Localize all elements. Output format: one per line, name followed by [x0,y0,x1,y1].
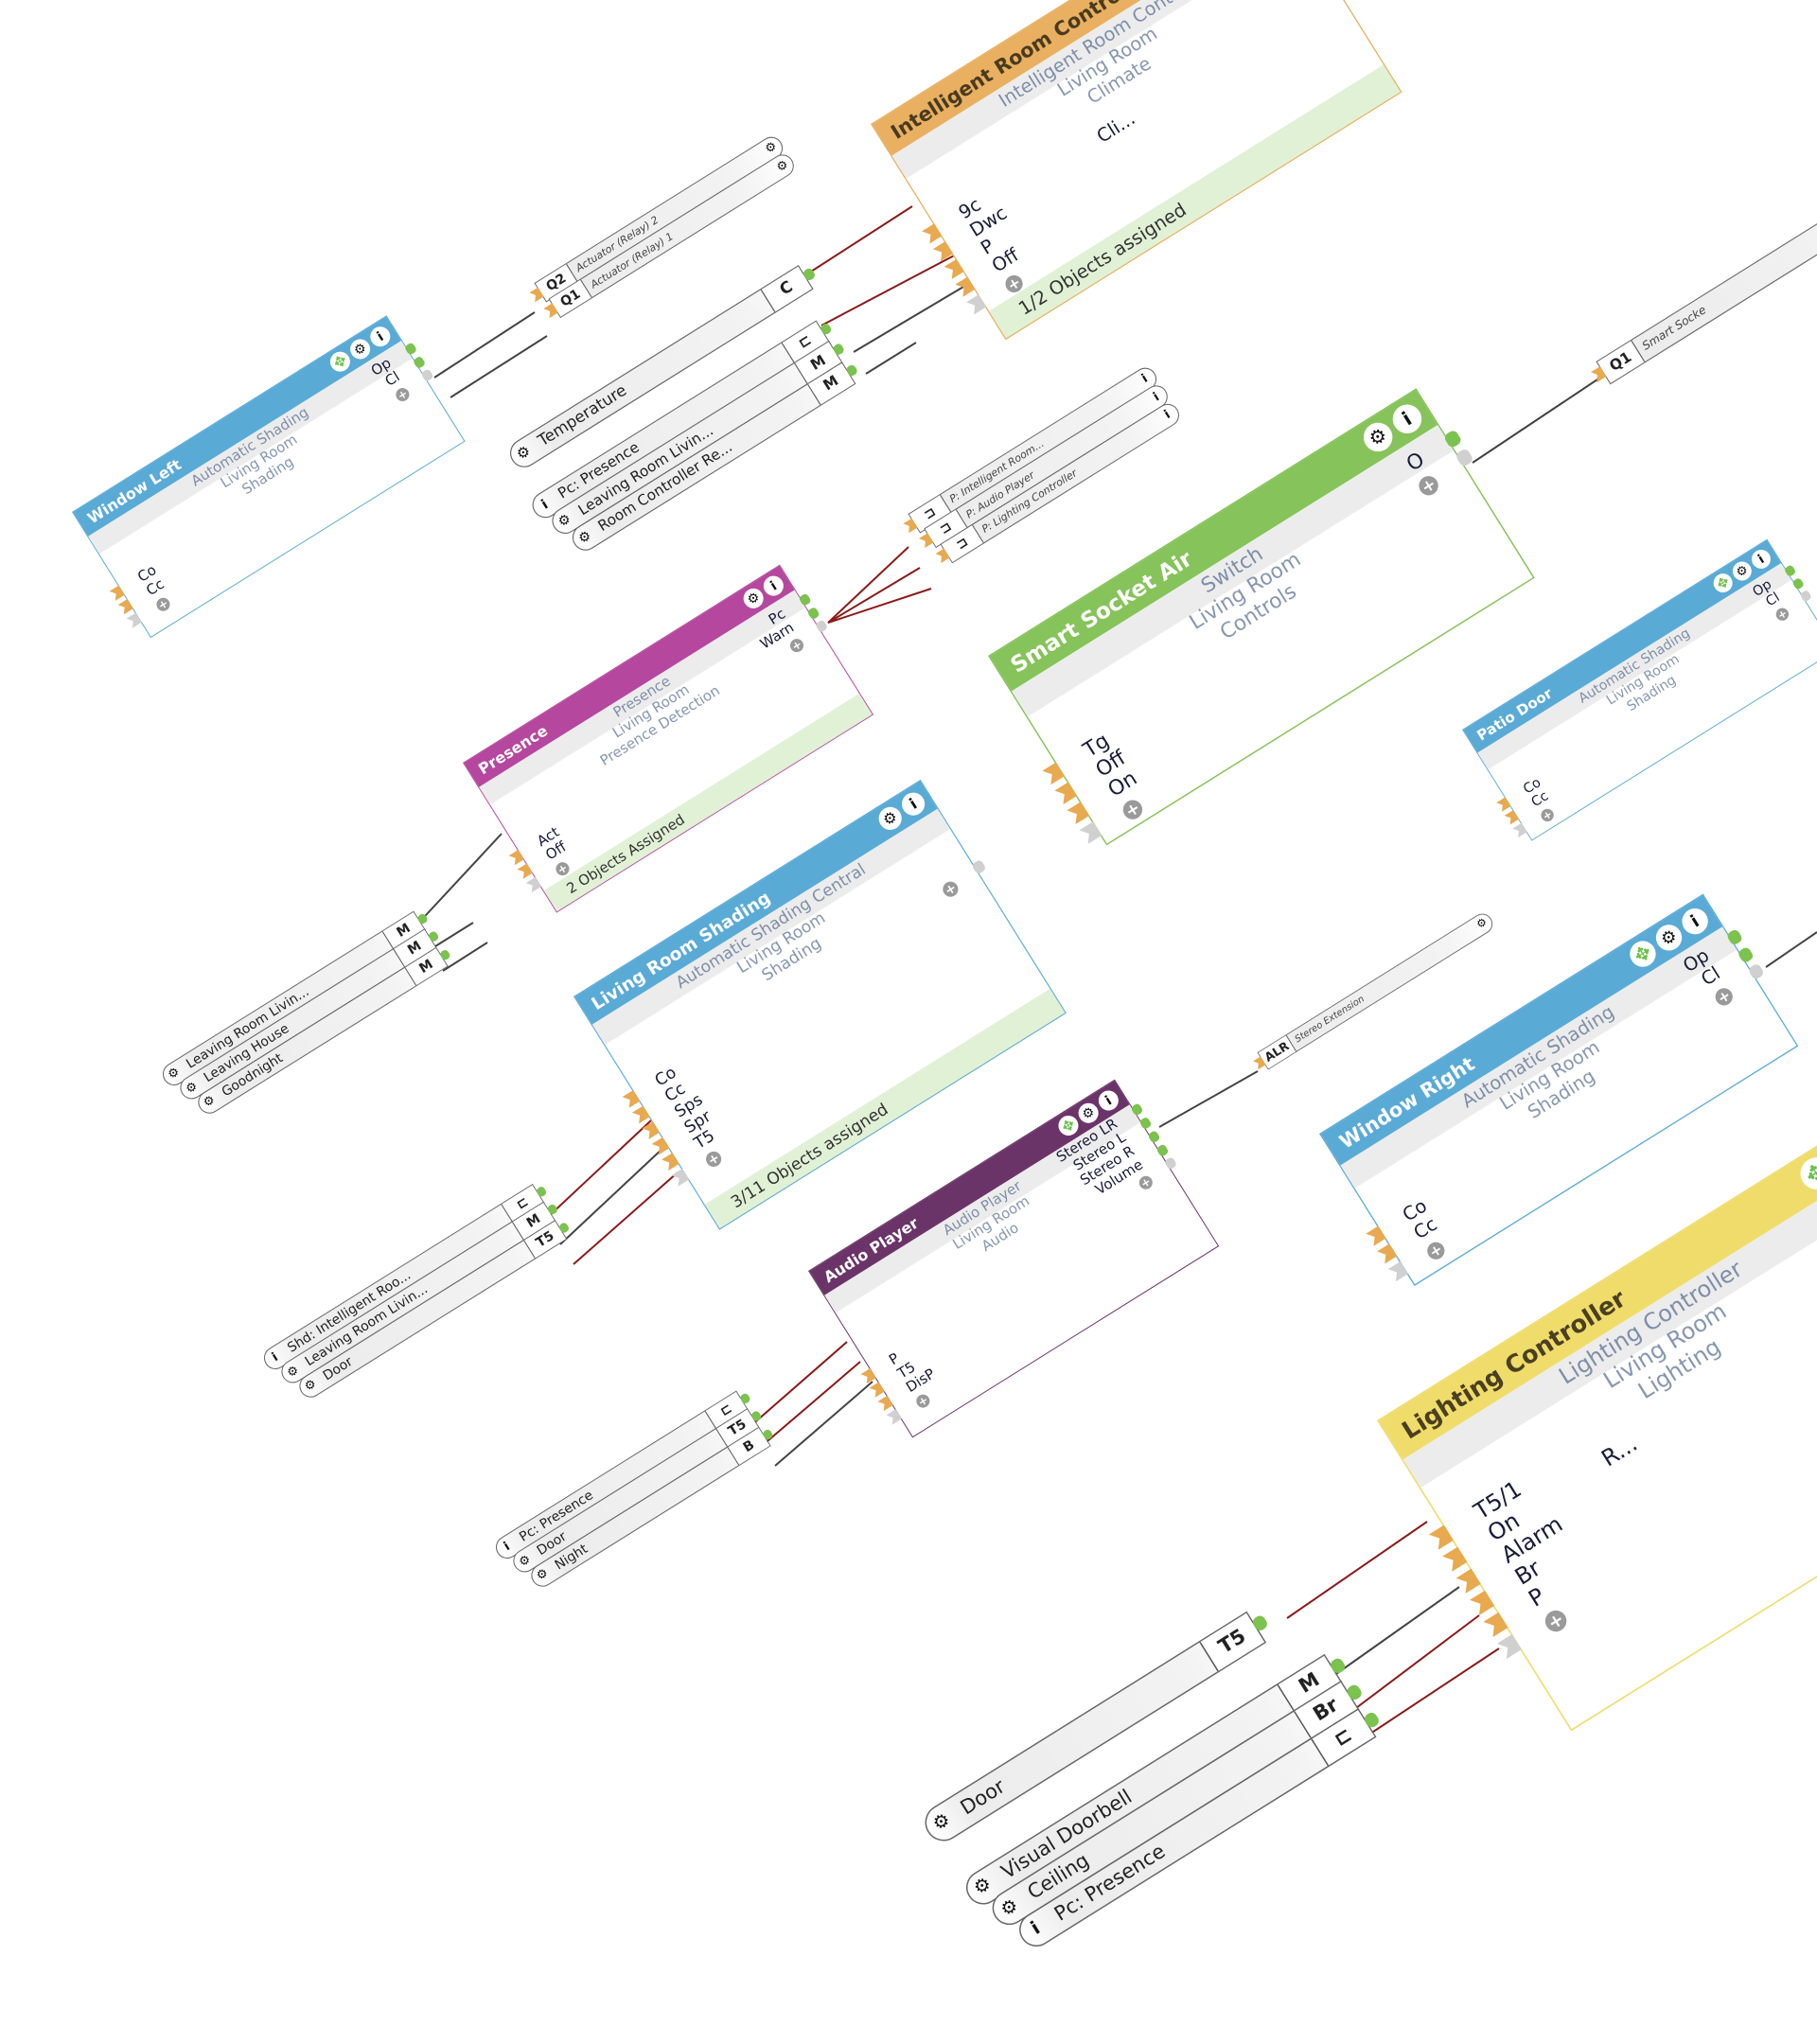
connection-wire[interactable] [559,1146,665,1245]
connection-wire[interactable] [573,1172,679,1265]
move-icon[interactable]: ✥ [1625,936,1661,972]
connection-wire[interactable] [1765,931,1817,968]
connection-wire[interactable] [1361,1648,1500,1740]
move-icon[interactable]: ✥ [1794,1151,1817,1196]
plus-icon: + [1415,472,1442,500]
plus-icon: + [1423,1239,1448,1263]
connection-wire[interactable] [442,942,488,972]
connection-wire[interactable] [433,311,536,379]
plus-icon: + [913,1391,933,1411]
info-icon[interactable]: i [1677,903,1713,940]
connection-wire[interactable] [450,335,548,398]
output-ports: + [938,862,981,900]
connection-wire[interactable] [827,546,909,624]
connection-wire[interactable] [774,1381,873,1467]
plus-icon: + [153,595,173,614]
info-icon[interactable]: i [1748,546,1774,573]
connection-wire[interactable] [546,1119,652,1219]
gear-icon[interactable]: ⚙ [1358,416,1399,457]
connection-wire[interactable] [820,253,959,326]
connection-wire[interactable] [761,1361,861,1447]
connection-wire[interactable] [749,1341,848,1428]
connection-wire[interactable] [1472,375,1604,464]
gear-icon[interactable]: ⚙ [1650,920,1687,956]
connection-wire[interactable] [414,833,503,928]
plus-icon: + [1538,806,1557,824]
truncated-port-label: R... [1596,1429,1643,1472]
info-icon[interactable]: i [1094,1086,1122,1115]
plus-icon: + [1119,796,1146,823]
add-output-button[interactable]: + [938,862,981,900]
connection-wire[interactable] [797,205,913,281]
connection-wire[interactable] [1348,1614,1480,1715]
connection-wire[interactable] [865,342,917,375]
info-icon[interactable]: i [897,788,929,820]
connection-wire[interactable] [1326,1586,1460,1682]
plus-icon: + [940,878,961,900]
info-icon[interactable]: i [1386,398,1427,439]
connection-wire[interactable] [827,567,921,624]
plus-icon: + [393,385,413,404]
plus-icon: + [702,1148,725,1170]
truncated-port-label: Cli... [1092,107,1139,148]
plus-icon: + [787,636,806,655]
connection-wire[interactable] [827,588,932,624]
plus-icon: + [1712,984,1737,1009]
connection-wire[interactable] [1286,1521,1428,1619]
add-output-button[interactable]: + [1256,0,1323,3]
info-icon[interactable]: i [759,572,787,600]
plus-icon: + [1773,606,1791,624]
plus-icon: + [1137,1173,1155,1192]
plus-icon: + [1541,1606,1571,1636]
info-icon[interactable]: i [366,323,395,351]
connection-wire[interactable] [1158,1070,1259,1128]
connection-wire[interactable] [853,279,976,353]
